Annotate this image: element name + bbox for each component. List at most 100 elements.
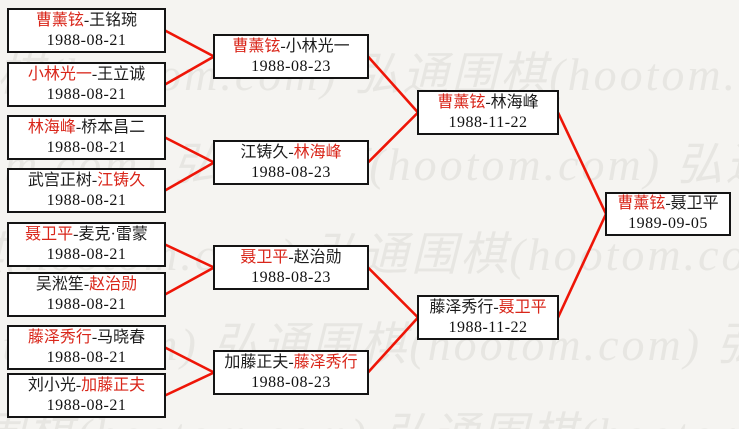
match-box-round1-7: 藤泽秀行-马晓春 1988-08-21 <box>7 325 166 370</box>
match-players: 曹薰铉-聂卫平 <box>617 194 718 214</box>
player-name-left: 武宫正树 <box>27 171 92 189</box>
player-name-left: 藤泽秀行 <box>429 298 494 316</box>
match-players: 小林光一-王立诚 <box>28 65 145 85</box>
connector-line <box>556 111 608 215</box>
players-separator: - <box>73 225 79 243</box>
match-players: 曹薰铉-王铭琬 <box>36 11 137 31</box>
players-separator: - <box>75 118 82 136</box>
player-name-right: 王立诚 <box>97 65 146 83</box>
player-name-left: 曹薰铉 <box>232 37 281 55</box>
connector-line <box>164 161 215 192</box>
connector-line <box>164 136 215 164</box>
connector-line <box>556 213 608 319</box>
match-date: 1988-08-21 <box>46 85 127 103</box>
players-separator: - <box>288 143 294 161</box>
match-date: 1989-09-05 <box>628 215 708 232</box>
match-players: 藤泽秀行-聂卫平 <box>429 298 546 318</box>
player-name-right: 加藤正夫 <box>81 376 146 394</box>
match-players: 林海峰-桥本昌二 <box>28 118 145 138</box>
player-name-left: 吴淞笙 <box>35 275 84 293</box>
match-date: 1988-08-23 <box>251 57 331 75</box>
player-name-right: 马晓春 <box>97 328 146 346</box>
player-name-left: 刘小光 <box>27 376 76 394</box>
players-separator: - <box>83 11 90 29</box>
player-name-right: 小林光一 <box>285 37 350 55</box>
match-players: 江铸久-林海峰 <box>240 143 341 163</box>
match-date: 1988-11-22 <box>448 113 528 131</box>
connector-line <box>367 316 419 374</box>
player-name-right: 藤泽秀行 <box>293 353 358 371</box>
player-name-left: 聂卫平 <box>240 248 289 266</box>
connector-line <box>164 346 215 374</box>
match-box-round1-8: 刘小光-加藤正夫 1988-08-21 <box>7 373 166 418</box>
match-box-round1-1: 曹薰铉-王铭琬 1988-08-21 <box>7 8 166 53</box>
player-name-left: 江铸久 <box>240 143 289 161</box>
match-players: 藤泽秀行-马晓春 <box>28 328 145 348</box>
match-date: 1988-08-21 <box>46 31 127 49</box>
match-date: 1988-08-21 <box>46 191 127 209</box>
match-date: 1988-08-23 <box>251 163 331 181</box>
match-date: 1988-08-23 <box>251 373 331 391</box>
match-players: 刘小光-加藤正夫 <box>28 376 145 396</box>
watermark-text-row-5: 弘通围棋(hootom.com) 弘通围棋(hootom.com) 弘通围棋(h… <box>0 398 739 429</box>
players-separator: - <box>665 195 671 212</box>
match-box-round2-1: 曹薰铉-小林光一 1988-08-23 <box>213 34 369 79</box>
player-name-right: 林海峰 <box>293 143 342 161</box>
match-box-round1-6: 吴淞笙-赵治勋 1988-08-21 <box>7 272 166 317</box>
players-separator: - <box>83 275 90 293</box>
match-box-round2-3: 聂卫平-赵治勋 1988-08-23 <box>213 245 369 290</box>
connector-line <box>164 371 215 397</box>
player-name-left: 小林光一 <box>27 65 92 83</box>
connector-line <box>367 55 419 114</box>
connector-line <box>367 111 419 164</box>
match-box-semifinal-2: 藤泽秀行-聂卫平 1988-11-22 <box>417 295 559 340</box>
connector-line <box>164 243 215 269</box>
match-box-final-1: 曹薰铉-聂卫平 1989-09-05 <box>605 192 731 236</box>
player-name-right: 聂卫平 <box>670 195 719 212</box>
connector-line <box>367 266 419 319</box>
match-date: 1988-08-21 <box>46 138 127 156</box>
player-name-right: 王铭琬 <box>89 11 138 29</box>
match-box-round1-3: 林海峰-桥本昌二 1988-08-21 <box>7 115 166 160</box>
match-date: 1988-08-21 <box>46 295 127 313</box>
match-box-round1-4: 武宫正树-江铸久 1988-08-21 <box>7 168 166 213</box>
players-separator: - <box>75 376 82 394</box>
match-date: 1988-08-21 <box>46 245 127 263</box>
match-players: 曹薰铉-林海峰 <box>437 93 538 113</box>
player-name-left: 曹薰铉 <box>617 195 666 212</box>
match-box-round1-5: 聂卫平-麦克·雷蒙 1988-08-21 <box>7 222 166 267</box>
match-box-round2-2: 江铸久-林海峰 1988-08-23 <box>213 140 369 185</box>
match-players: 武宫正树-江铸久 <box>28 171 145 191</box>
player-name-left: 聂卫平 <box>25 225 74 243</box>
player-name-right: 麦克·雷蒙 <box>78 225 148 243</box>
players-separator: - <box>493 298 499 316</box>
player-name-right: 聂卫平 <box>498 298 547 316</box>
match-players: 加藤正夫-藤泽秀行 <box>224 353 357 373</box>
match-box-semifinal-1: 曹薰铉-林海峰 1988-11-22 <box>417 90 559 135</box>
connector-line <box>164 29 215 58</box>
player-name-left: 曹薰铉 <box>437 93 486 111</box>
connector-line <box>164 266 215 296</box>
match-players: 聂卫平-赵治勋 <box>240 248 341 268</box>
player-name-right: 江铸久 <box>97 171 146 189</box>
player-name-left: 曹薰铉 <box>35 11 84 29</box>
match-date: 1988-08-21 <box>46 396 127 414</box>
player-name-right: 林海峰 <box>490 93 539 111</box>
player-name-left: 加藤正夫 <box>224 353 289 371</box>
match-players: 曹薰铉-小林光一 <box>232 37 349 57</box>
connector-line <box>164 55 215 86</box>
players-separator: - <box>91 65 98 83</box>
match-players: 吴淞笙-赵治勋 <box>36 275 137 295</box>
player-name-right: 桥本昌二 <box>81 118 146 136</box>
match-box-round1-2: 小林光一-王立诚 1988-08-21 <box>7 62 166 107</box>
player-name-right: 赵治勋 <box>293 248 342 266</box>
players-separator: - <box>91 328 98 346</box>
match-date: 1988-11-22 <box>448 318 528 336</box>
player-name-right: 赵治勋 <box>89 275 138 293</box>
match-players: 聂卫平-麦克·雷蒙 <box>25 225 148 245</box>
players-separator: - <box>288 248 294 266</box>
players-separator: - <box>288 353 294 371</box>
match-date: 1988-08-23 <box>251 268 331 286</box>
